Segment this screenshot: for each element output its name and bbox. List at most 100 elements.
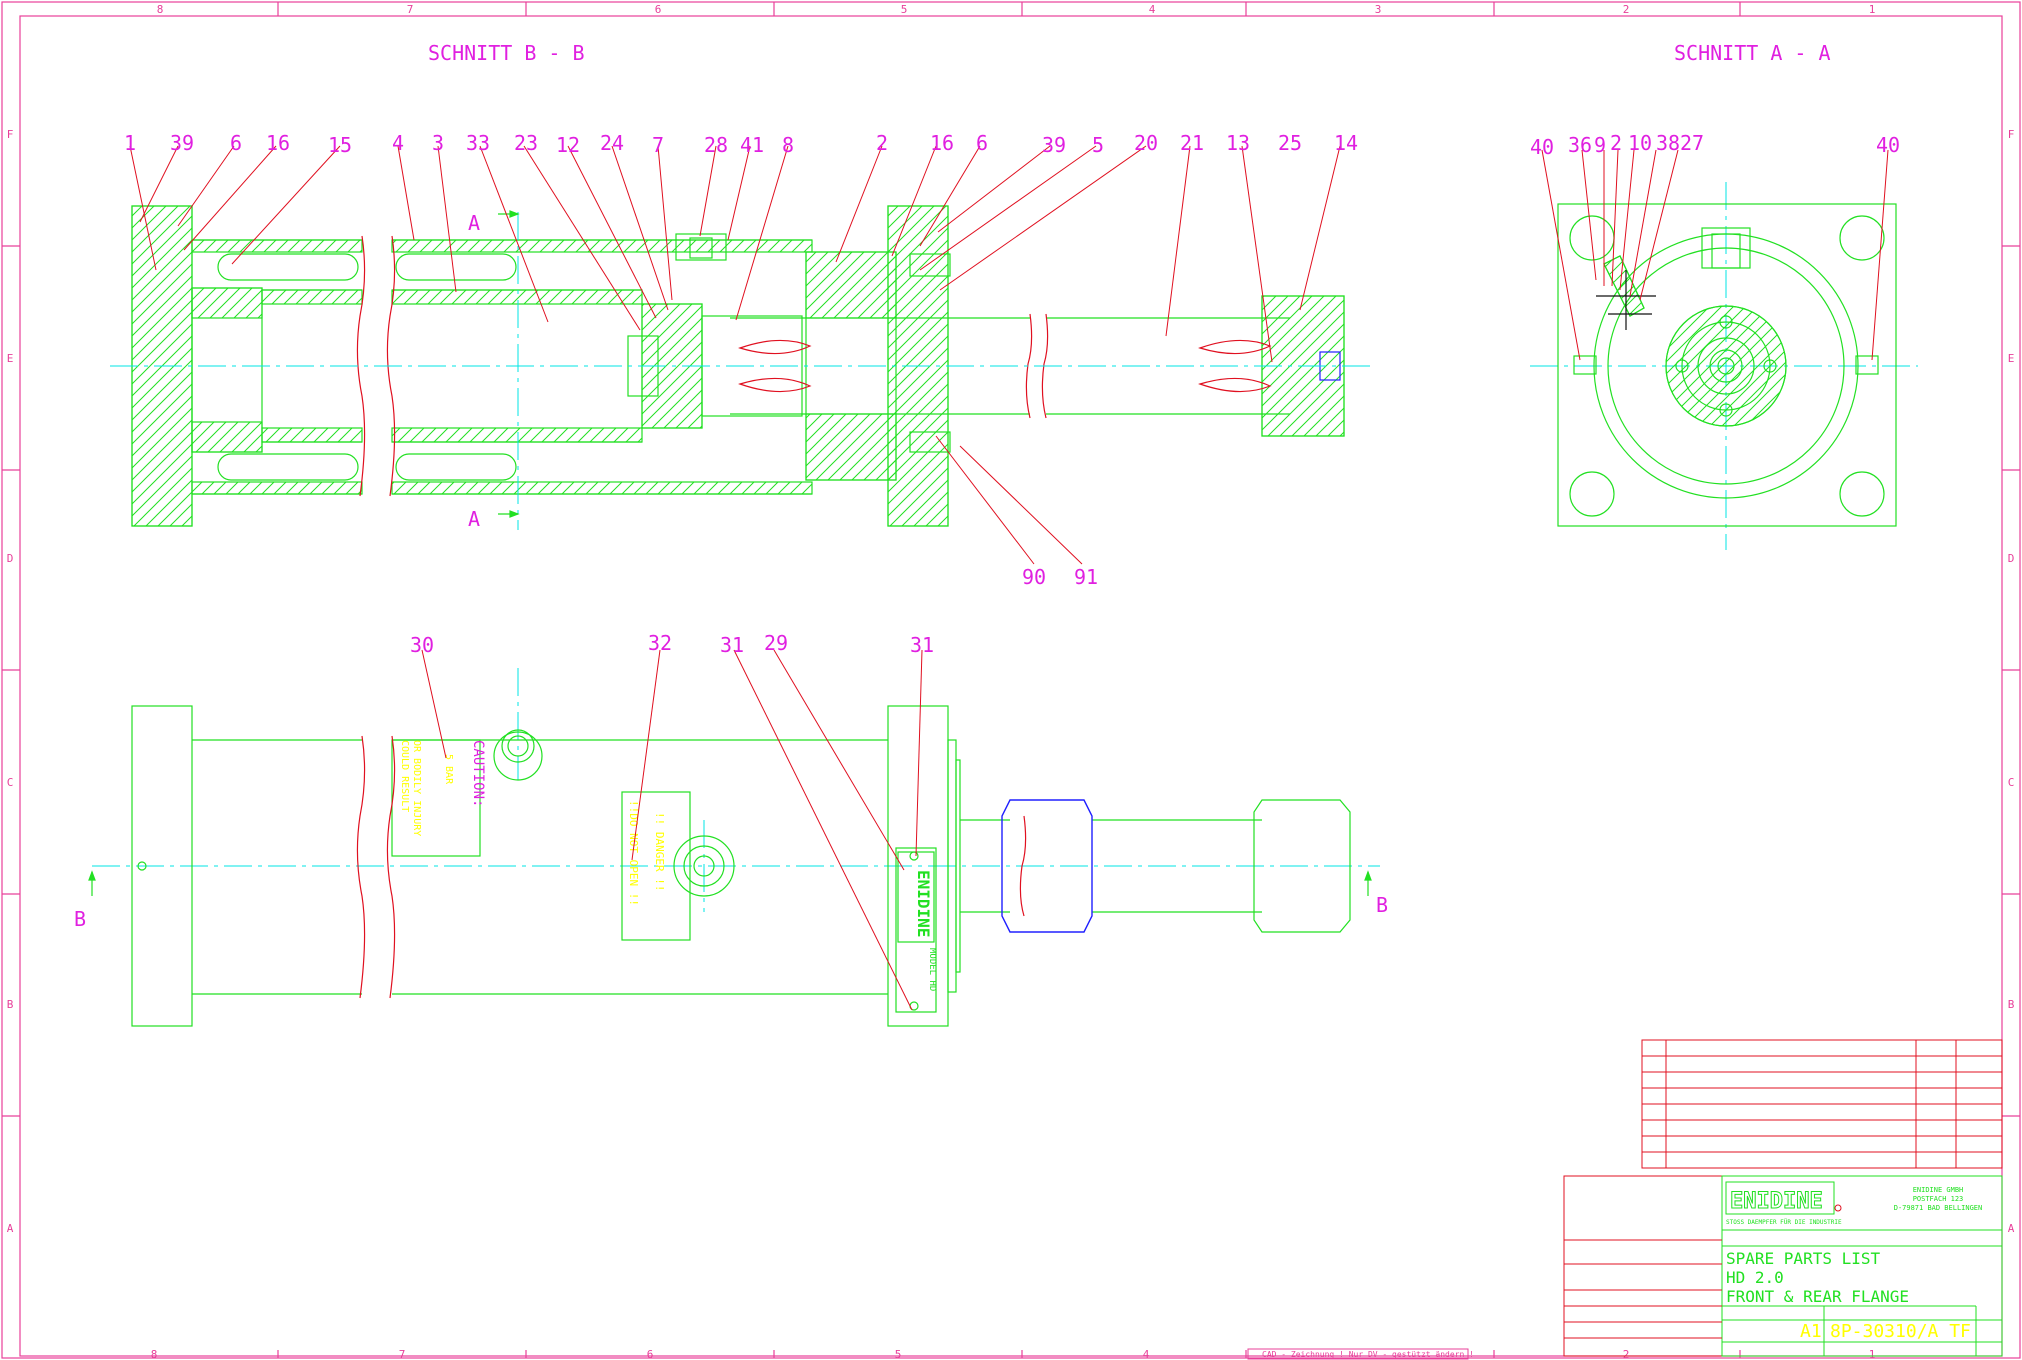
row-label: F [7, 128, 14, 141]
column-label: 8 [151, 1348, 158, 1360]
leader-lines-side [421, 649, 923, 1011]
callout-label: 25 [1278, 131, 1302, 155]
row-label: D [2008, 552, 2015, 565]
callouts-side: 30 32 31 29 31 [410, 631, 934, 657]
company-address: ENIDINE GMBH POSTFACH 123 D-79871 BAD BE… [1894, 1186, 1983, 1212]
column-label: 3 [1375, 3, 1382, 16]
side-view-break-lines [356, 735, 1027, 999]
callout-label: 14 [1334, 131, 1358, 155]
callout-label: 6 [230, 131, 242, 155]
callouts-bb: 1 39 6 16 15 4 3 33 23 12 24 7 28 41 8 2… [124, 131, 1358, 589]
column-label: 7 [407, 3, 414, 16]
column-label: 6 [647, 1348, 654, 1360]
section-aa-drawing [1557, 203, 1897, 527]
revision-table [1641, 1039, 2003, 1169]
cut-label-b-left: B [74, 907, 86, 931]
border-column-labels: 8 7 6 5 4 3 2 1 8 7 6 5 4 2 1 [151, 3, 1876, 1360]
row-label: C [2008, 776, 2015, 789]
callout-label: 38 [1656, 131, 1680, 155]
model-plate: ENIDINE MODEL HD [914, 870, 937, 991]
sheet-size: A1 [1800, 1321, 1822, 1342]
callout-label: 15 [328, 133, 352, 157]
logo-registered-mark [1834, 1204, 1842, 1212]
column-label: 5 [901, 3, 908, 16]
callout-label: 31 [720, 633, 744, 657]
callout-label: 20 [1134, 131, 1158, 155]
callout-label: 2 [876, 131, 888, 155]
company-line: POSTFACH 123 [1913, 1195, 1964, 1203]
column-label: 7 [399, 1348, 406, 1360]
crosshair [1596, 270, 1656, 330]
cut-marker-b [88, 870, 1372, 896]
callout-label: 6 [976, 131, 988, 155]
row-label: F [2008, 128, 2015, 141]
company-line: D-79871 BAD BELLINGEN [1894, 1204, 1983, 1212]
callout-label: 7 [652, 133, 664, 157]
model-plate-model: MODEL HD [927, 948, 937, 991]
logo-tagline: STOSS DAEMPFER FÜR DIE INDUSTRIE [1726, 1219, 1842, 1226]
danger-line: !! DANGER !! [653, 812, 666, 891]
break-lines [356, 235, 1272, 497]
row-label: E [2008, 352, 2015, 365]
column-label: 8 [157, 3, 164, 16]
clamp-outline [1001, 799, 1093, 933]
cut-label-a-top: A [468, 211, 480, 235]
callout-label: 8 [782, 133, 794, 157]
footer-note: CAD - Zeichnung ! Nur DV - gestützt ände… [1262, 1350, 1474, 1359]
title-line: SPARE PARTS LIST [1726, 1249, 1880, 1268]
column-label: 1 [1869, 3, 1876, 16]
section-bb-title: SCHNITT B - B [428, 41, 585, 65]
column-label: 4 [1143, 1348, 1150, 1360]
leader-lines-bb [129, 145, 1341, 565]
callout-label: 12 [556, 133, 580, 157]
row-label: C [7, 776, 14, 789]
callout-label: 10 [1628, 131, 1652, 155]
callout-label: 21 [1180, 131, 1204, 155]
leader-lines-aa [1541, 149, 1889, 361]
column-label: 1 [1869, 1348, 1876, 1360]
callout-label: 31 [910, 633, 934, 657]
row-label: B [2008, 998, 2015, 1011]
callout-label: 24 [600, 131, 624, 155]
callout-label: 32 [648, 631, 672, 655]
callout-label: 16 [930, 131, 954, 155]
callout-label: 3 [432, 131, 444, 155]
callout-label: 39 [170, 131, 194, 155]
callouts-aa: 40 36 9 2 10 38 27 40 [1530, 131, 1900, 159]
callout-label: 39 [1042, 133, 1066, 157]
company-line: ENIDINE GMBH [1913, 1186, 1964, 1194]
row-label: D [7, 552, 14, 565]
caution-line: OR BODILY INJURY [411, 740, 422, 836]
drawing-title: SPARE PARTS LIST HD 2.0 FRONT & REAR FLA… [1726, 1249, 1909, 1306]
column-label: 5 [895, 1348, 902, 1360]
callout-label: 91 [1074, 565, 1098, 589]
callout-label: 1 [124, 131, 136, 155]
border-row-labels: F E D C B A F E D C B A [7, 128, 2015, 1235]
model-plate-brand: ENIDINE [914, 870, 933, 937]
caution-title: CAUTION: [470, 740, 486, 807]
drawing-number: 8P-30310/A TF [1830, 1321, 1971, 1342]
callout-label: 4 [392, 131, 404, 155]
row-label: E [7, 352, 14, 365]
section-aa-title: SCHNITT A - A [1674, 41, 1831, 65]
callout-label: 41 [740, 133, 764, 157]
callout-label: 90 [1022, 565, 1046, 589]
callout-label: 27 [1680, 131, 1704, 155]
callout-label: 33 [466, 131, 490, 155]
column-label: 6 [655, 3, 662, 16]
caution-plate: CAUTION: 5 BAR OR BODILY INJURY COULD RE… [399, 740, 486, 836]
callout-label: 23 [514, 131, 538, 155]
caution-line: 5 BAR [443, 754, 454, 785]
callout-label: 40 [1876, 133, 1900, 157]
callout-label: 2 [1610, 131, 1622, 155]
cut-label-b-right: B [1376, 893, 1388, 917]
callout-label: 5 [1092, 133, 1104, 157]
title-block [1563, 1175, 2003, 1357]
callout-label: 29 [764, 631, 788, 655]
row-label: A [2008, 1222, 2015, 1235]
column-label: 2 [1623, 1348, 1630, 1360]
caution-line: COULD RESULT [399, 740, 410, 812]
title-line: HD 2.0 [1726, 1268, 1784, 1287]
row-label: B [7, 998, 14, 1011]
callout-label: 30 [410, 633, 434, 657]
